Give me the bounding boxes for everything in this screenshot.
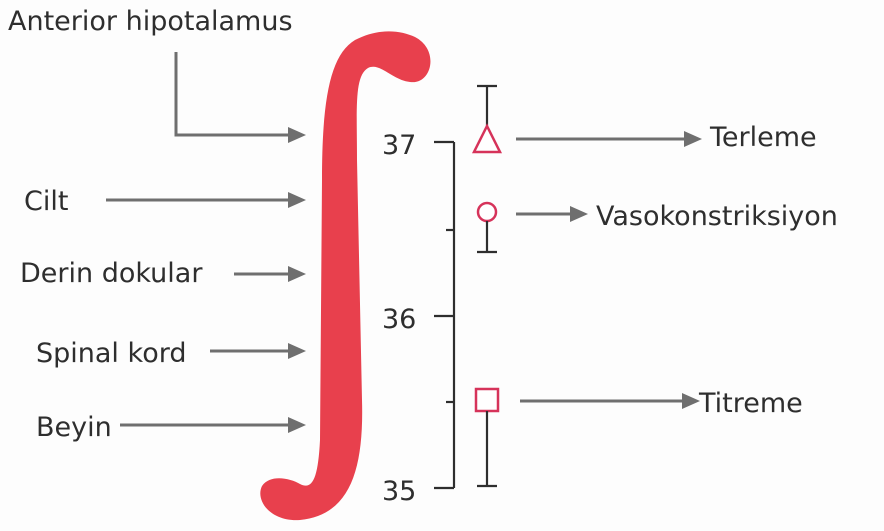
label-beyin: Beyin (36, 412, 112, 443)
arrow-derin-dokular (234, 266, 306, 282)
label-cilt: Cilt (24, 186, 68, 217)
arrow-titreme (520, 393, 700, 409)
label-anterior-hipotalamus: Anterior hipotalamus (8, 6, 293, 37)
temperature-scale (434, 142, 454, 488)
arrow-terleme (516, 131, 702, 147)
label-derin-dokular: Derin dokular (20, 258, 203, 289)
tick-label-37: 37 (382, 130, 416, 161)
arrow-cilt (106, 192, 306, 208)
tick-label-35: 35 (382, 476, 416, 507)
label-spinal-kord: Spinal kord (36, 338, 186, 369)
integrator-shape (260, 31, 430, 520)
shivering-marker (476, 389, 498, 486)
triangle-symbol (474, 126, 500, 152)
arrow-spinal-kord (210, 343, 306, 359)
tick-label-36: 36 (382, 304, 416, 335)
arrow-beyin (120, 417, 306, 433)
square-symbol (476, 389, 498, 411)
sweating-marker (474, 86, 500, 152)
arrow-anterior (176, 52, 306, 143)
arrow-vasokonstriksiyon (516, 206, 588, 222)
vasoconstriction-marker (477, 203, 497, 252)
circle-symbol (478, 203, 496, 221)
label-terleme: Terleme (709, 122, 817, 153)
label-vasokonstriksiyon: Vasokonstriksiyon (596, 201, 838, 232)
label-titreme: Titreme (698, 388, 803, 419)
